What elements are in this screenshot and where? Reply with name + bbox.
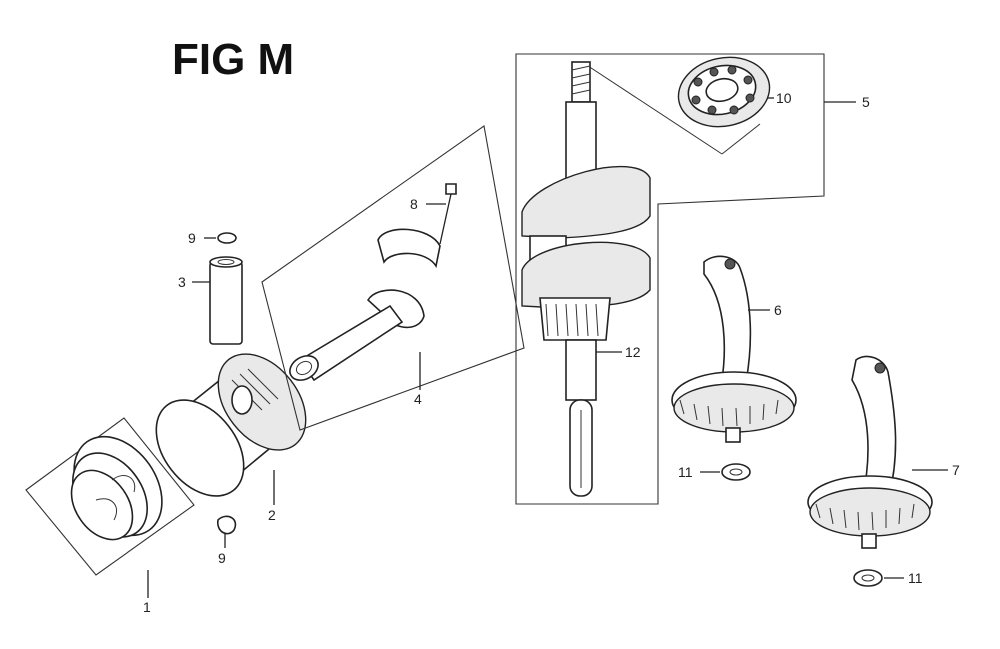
- callout-5: 5: [862, 94, 870, 110]
- bearing-fit-line-a: [581, 61, 723, 155]
- governor-gear-a-hub: [725, 427, 741, 443]
- bearing: [677, 56, 771, 128]
- callout-3: 3: [178, 274, 186, 290]
- rod-cap: [377, 228, 441, 269]
- rod-bolt: [439, 183, 457, 245]
- callout-4: 4: [414, 391, 422, 407]
- rod-bolt-shank: [439, 193, 452, 245]
- washer-b-hole: [861, 574, 875, 582]
- crank-thread-lines: [571, 65, 591, 95]
- callout-2: 2: [268, 507, 276, 523]
- piston-pin-top: [209, 256, 243, 268]
- rod-big-end: [366, 289, 425, 329]
- callout-11-a: 11: [678, 464, 693, 480]
- ring-inner: [70, 469, 134, 541]
- crankshaft-assy-box: [515, 53, 825, 505]
- crank-gear-teeth: [545, 303, 599, 337]
- pin-clip-bottom-ring: [217, 515, 237, 535]
- callout-1: 1: [143, 599, 151, 615]
- governor-gear-a: [671, 255, 797, 443]
- pin-clip-top: [217, 232, 237, 244]
- bearing-ball-4: [743, 75, 753, 85]
- bearing-ball-5: [745, 93, 755, 103]
- rod-small-end: [289, 355, 319, 381]
- governor-gear-b: [807, 355, 933, 549]
- washer-b-outer: [853, 569, 883, 587]
- governor-gear-b-pin: [874, 362, 886, 374]
- crank-pto-shaft: [565, 339, 597, 401]
- piston-pin: [209, 256, 243, 345]
- callout-9-bottom: 9: [218, 550, 226, 566]
- rod-small-end-bore: [295, 360, 313, 376]
- crank-gear: [539, 297, 611, 341]
- piston-pin-body: [209, 261, 243, 345]
- callout-6: 6: [774, 302, 782, 318]
- governor-gear-a-teeth: [673, 383, 795, 433]
- ring-gap-a: [111, 475, 136, 493]
- bearing-inner-race: [705, 77, 739, 103]
- ring-gap-b: [95, 498, 118, 521]
- callout-7: 7: [952, 462, 960, 478]
- bearing-ball-2: [709, 67, 719, 77]
- bearing-ball-7: [707, 105, 717, 115]
- callout-11-b: 11: [908, 570, 923, 586]
- callout-8: 8: [410, 196, 418, 212]
- crank-web-upper: [521, 165, 651, 239]
- washer-a: [721, 463, 751, 481]
- washer-b: [853, 569, 883, 587]
- governor-gear-b-tooth-lines: [815, 503, 915, 531]
- callout-10: 10: [776, 90, 792, 106]
- connecting-rod: [289, 228, 441, 382]
- governor-gear-a-pin: [724, 258, 736, 270]
- washer-a-outer: [721, 463, 751, 481]
- bearing-ball-3: [727, 65, 737, 75]
- bearing-ball-6: [729, 105, 739, 115]
- piston-pin-bore: [217, 259, 235, 265]
- piston-groove-2: [239, 373, 271, 405]
- governor-gear-b-hub: [861, 533, 877, 549]
- bearing-ball-8: [691, 95, 701, 105]
- piston-pin-boss: [231, 385, 253, 415]
- crankshaft: [521, 61, 651, 497]
- pin-clip-bottom: [217, 515, 237, 535]
- piston-rings-group: [25, 417, 195, 576]
- rod-bolt-head: [445, 183, 457, 195]
- governor-gear-b-teeth: [809, 487, 931, 537]
- connecting-rod-box: [261, 125, 525, 431]
- governor-gear-b-arm: [851, 355, 897, 501]
- governor-gear-a-tooth-lines: [679, 399, 779, 427]
- callout-12: 12: [625, 344, 641, 360]
- piston-crown: [155, 399, 245, 497]
- figure-title: FIG M: [172, 35, 294, 84]
- bearing-ball-1: [693, 77, 703, 87]
- washer-a-hole: [729, 468, 743, 476]
- piston-groove-3: [247, 368, 279, 400]
- callout-9-top: 9: [188, 230, 196, 246]
- bearing-fit-line-b: [721, 123, 761, 155]
- pin-clip-top-ring: [217, 232, 237, 244]
- piston-skirt: [217, 353, 307, 451]
- piston: [155, 353, 307, 497]
